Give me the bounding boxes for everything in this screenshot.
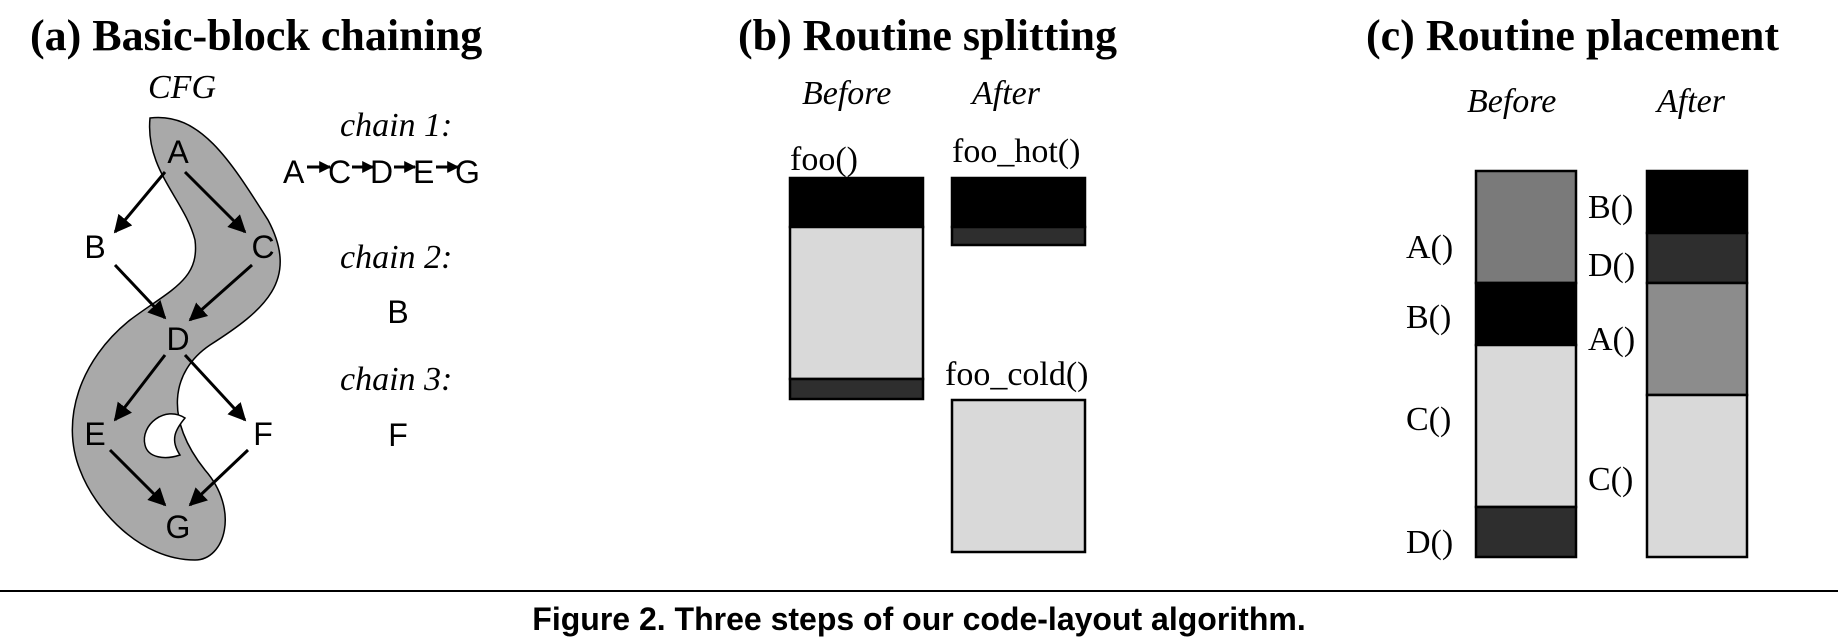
edge-b-d [113,263,167,320]
foo-cold-routine [950,398,1087,554]
after-layout: B() D() A() C() [1588,169,1749,559]
before-block-d [1474,505,1578,559]
edge-d-f [183,353,247,422]
chain-1-label: chain 1: [340,107,452,144]
figure-caption: Figure 2. Three steps of our code-layout… [532,601,1305,637]
foo-cold-block [788,225,925,381]
panel-a-title: (a) Basic-block chaining [30,11,482,60]
foo-hot-hot-block [950,176,1087,229]
chain-2-label: chain 2: [340,239,452,276]
before-label-b: B() [1406,299,1451,336]
cfg-node-d: D [166,321,189,357]
before-layout: A() B() C() D() [1406,169,1578,561]
edge-c-d [188,263,253,322]
chain-3-label: chain 3: [340,361,452,398]
foo-hot-label: foo_hot() [952,133,1080,170]
cfg-nodes: A B C D E F G [84,134,274,545]
chain-1-sequence: A C D E G [283,154,480,190]
after-block-d [1645,231,1749,285]
cfg-node-f: F [253,416,273,452]
panel-b: (b) Routine splitting Before After foo()… [738,11,1117,554]
chain-1-node-5: G [455,154,480,190]
foo-hot-block [788,176,925,229]
before-block-b [1474,281,1578,347]
foo-hot-routine [950,176,1087,247]
after-label-a: A() [1588,321,1635,358]
cfg-node-b: B [84,229,105,265]
panel-c-title: (c) Routine placement [1366,11,1779,60]
panel-c-before-label: Before [1467,83,1556,120]
edge-e-g [108,448,167,507]
chain-2-sequence: B [387,294,408,330]
chain-1-node-2: C [328,154,351,190]
cfg-node-e: E [84,416,105,452]
after-label-c: C() [1588,461,1633,498]
cfg-edges [108,170,253,507]
before-block-c [1474,343,1578,509]
panel-b-after-label: After [970,75,1041,112]
edge-a-b [113,171,167,234]
foo-routine [788,176,925,401]
highlight-notch [143,413,187,459]
cfg-node-g: G [166,509,191,545]
cfg-node-c: C [251,229,274,265]
panel-c: (c) Routine placement Before After A() B… [1366,11,1779,561]
edge-d-e [113,354,167,422]
edge-f-g [188,448,250,507]
panel-b-before-label: Before [802,75,891,112]
after-block-a [1645,281,1749,397]
before-label-c: C() [1406,401,1451,438]
chain-3-sequence: F [388,417,408,453]
before-block-a [1474,169,1578,285]
chain-1-node-1: A [283,154,305,190]
cfg-label: CFG [148,69,216,106]
foo-cold-label: foo_cold() [945,356,1089,393]
before-label-d: D() [1406,524,1453,561]
panel-a: (a) Basic-block chaining CFG A B C D E F… [30,11,482,561]
cfg-node-a: A [167,134,189,170]
after-label-d: D() [1588,247,1635,284]
before-label-a: A() [1406,229,1453,266]
chain-1-node-4: E [413,154,434,190]
foo-hot-warm-block [950,225,1087,247]
panel-b-title: (b) Routine splitting [738,11,1117,60]
after-label-b: B() [1588,189,1633,226]
after-block-b [1645,169,1749,235]
chain-1-node-3: D [370,154,393,190]
panel-c-after-label: After [1655,83,1726,120]
foo-label: foo() [790,141,858,178]
foo-warm-block [788,377,925,401]
edge-a-c [183,170,247,234]
after-block-c [1645,393,1749,559]
